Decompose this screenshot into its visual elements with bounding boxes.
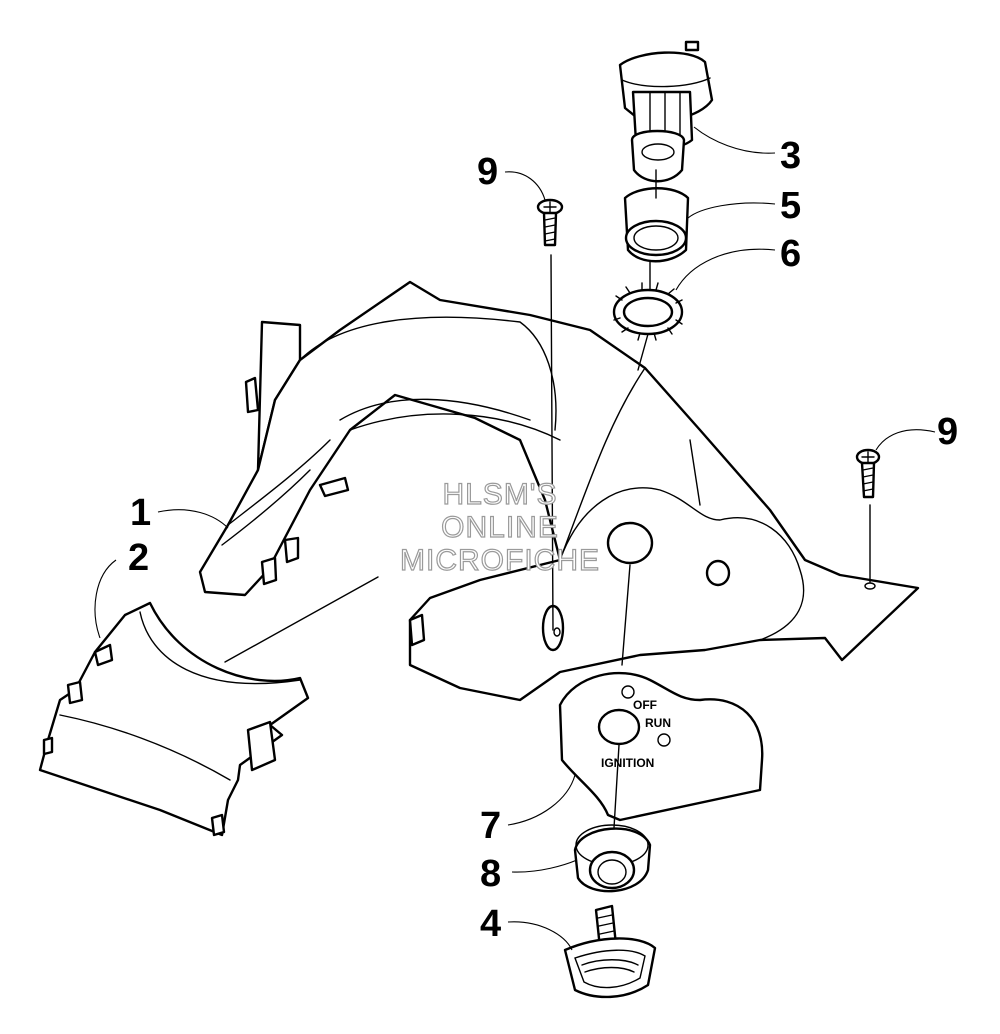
watermark: HLSM'S ONLINE MICROFICHE bbox=[380, 477, 620, 577]
screw-9-right bbox=[855, 448, 881, 499]
console-panel bbox=[198, 280, 920, 702]
callout-1: 1 bbox=[130, 492, 151, 534]
sleeve-5 bbox=[623, 187, 690, 263]
callout-9-left: 9 bbox=[477, 151, 498, 193]
lower-cover bbox=[38, 601, 310, 837]
lock-washer-6 bbox=[612, 282, 684, 341]
callout-7: 7 bbox=[480, 805, 501, 847]
callout-9-right: 9 bbox=[937, 411, 958, 453]
ignition-switch bbox=[618, 40, 714, 183]
watermark-line-2: ONLINE bbox=[441, 510, 559, 544]
plate-axis bbox=[613, 564, 631, 829]
switch-axis bbox=[637, 169, 657, 371]
callout-3: 3 bbox=[780, 135, 801, 177]
screw-axis-left bbox=[550, 254, 554, 631]
plate-label-run: RUN bbox=[645, 716, 671, 730]
callout-6: 6 bbox=[780, 233, 801, 275]
callout-2: 2 bbox=[128, 537, 149, 579]
ignition-plate: OFF RUN IGNITION bbox=[558, 672, 764, 822]
watermark-line-3: MICROFICHE bbox=[399, 543, 600, 577]
callout-4: 4 bbox=[480, 903, 501, 945]
ignition-key-4 bbox=[563, 904, 657, 999]
assembly-line-2 bbox=[224, 576, 379, 663]
bezel-nut-8 bbox=[573, 824, 652, 893]
watermark-line-1: HLSM'S bbox=[442, 477, 558, 511]
plate-label-ignition: IGNITION bbox=[601, 756, 654, 770]
callout-5: 5 bbox=[780, 185, 801, 227]
screw-9-left bbox=[536, 198, 564, 247]
plate-label-off: OFF bbox=[633, 698, 657, 712]
callout-8: 8 bbox=[480, 853, 501, 895]
